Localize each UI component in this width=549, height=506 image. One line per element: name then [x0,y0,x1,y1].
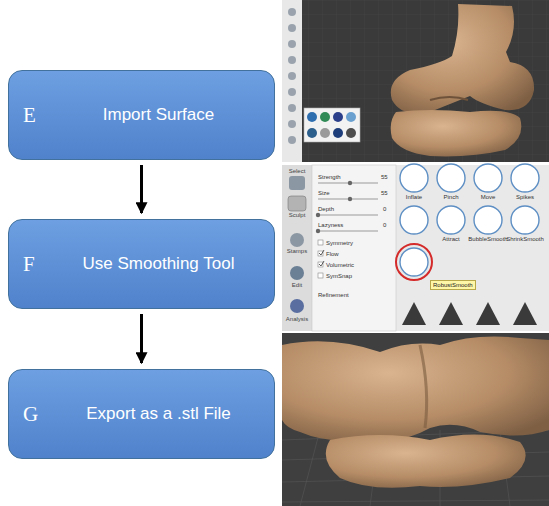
ui-label: Edit [292,282,302,288]
ui-label: Refinement [318,292,349,298]
export-screenshot [282,333,549,506]
ui-label: Select [289,168,306,174]
step-letter: E [23,103,36,128]
ui-label: Attract [442,236,459,242]
ui-label: Spikes [516,194,534,200]
ui-label: Stamps [287,248,307,254]
ui-label: SymSnap [326,273,352,279]
ui-label: Depth [318,206,334,212]
ui-label: BubbleSmooth [468,236,507,242]
ui-label: Volumetric [326,262,354,268]
process-box: F Use Smoothing Tool [8,219,275,309]
step-label: Export as a .stl File [53,404,264,424]
step-letter: G [23,402,38,427]
ui-label: ShrinkSmooth [506,236,544,242]
step-label: Import Surface [53,105,264,125]
import-screenshot [282,0,549,162]
ui-label: 55 [381,190,388,196]
tooltip-label: RobustSmooth [430,280,476,290]
smoothing-tool-screenshot [282,164,549,331]
ui-label: Size [318,190,330,196]
flow-arrow [140,314,143,363]
ui-label: Strength [318,174,341,180]
step-letter: F [23,252,35,277]
ui-label: 55 [381,174,388,180]
ui-label: Move [481,194,496,200]
step-label: Use Smoothing Tool [53,254,264,274]
ui-label: Inflate [406,194,422,200]
process-box: G Export as a .stl File [8,369,275,459]
process-box: E Import Surface [8,70,275,160]
flow-arrow [140,165,143,213]
ui-label: Symmetry [326,240,353,246]
ui-label: Lazyness [318,222,343,228]
ui-label: Flow [326,251,339,257]
ui-label: Pinch [443,194,458,200]
ui-label: Sculpt [289,212,306,218]
ui-label: Analysis [286,316,308,322]
ui-label: 0 [383,206,386,212]
ui-label: 0 [383,222,386,228]
